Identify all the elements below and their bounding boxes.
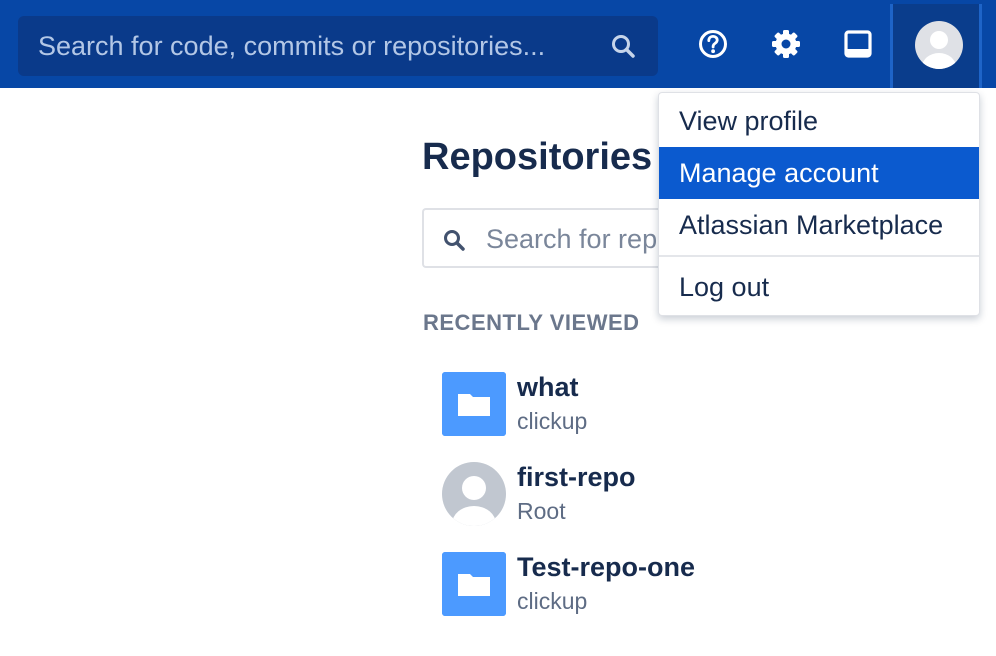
repo-list-item[interactable]: Test-repo-one clickup — [442, 552, 982, 618]
repo-name[interactable]: Test-repo-one — [517, 552, 696, 582]
repo-list-item[interactable]: first-repo Root — [442, 462, 982, 528]
repository-search-input[interactable]: Search for rep — [486, 224, 658, 254]
repo-name[interactable]: what — [517, 372, 579, 402]
help-icon[interactable] — [697, 28, 729, 60]
menu-item-log-out[interactable]: Log out — [679, 272, 770, 302]
account-menu-button[interactable] — [890, 4, 982, 88]
avatar — [442, 462, 506, 526]
repo-owner: clickup — [517, 588, 588, 614]
menu-divider — [659, 255, 979, 257]
page-title: Repositories — [422, 136, 653, 178]
window-icon[interactable] — [842, 28, 874, 60]
global-search-input[interactable]: Search for code, commits or repositories… — [38, 31, 546, 61]
repo-list-item[interactable]: what clickup — [442, 372, 982, 438]
search-icon[interactable] — [610, 33, 636, 59]
top-navigation-bar: Search for code, commits or repositories… — [0, 0, 996, 88]
gear-icon[interactable] — [770, 28, 802, 60]
account-dropdown-menu: View profile Manage account Atlassian Ma… — [658, 92, 980, 316]
menu-item-manage-account[interactable]: Manage account — [659, 147, 979, 199]
repository-search-field[interactable]: Search for rep — [422, 208, 658, 268]
global-search[interactable]: Search for code, commits or repositories… — [18, 16, 658, 76]
folder-icon — [442, 372, 506, 436]
repo-owner: clickup — [517, 408, 588, 434]
repo-name[interactable]: first-repo — [517, 462, 636, 492]
menu-item-view-profile[interactable]: View profile — [679, 106, 819, 136]
repo-owner: Root — [517, 498, 566, 524]
avatar — [915, 21, 963, 69]
folder-icon — [442, 552, 506, 616]
recently-viewed-heading: RECENTLY VIEWED — [423, 310, 640, 335]
search-icon — [444, 230, 465, 251]
menu-item-atlassian-marketplace[interactable]: Atlassian Marketplace — [679, 210, 944, 240]
